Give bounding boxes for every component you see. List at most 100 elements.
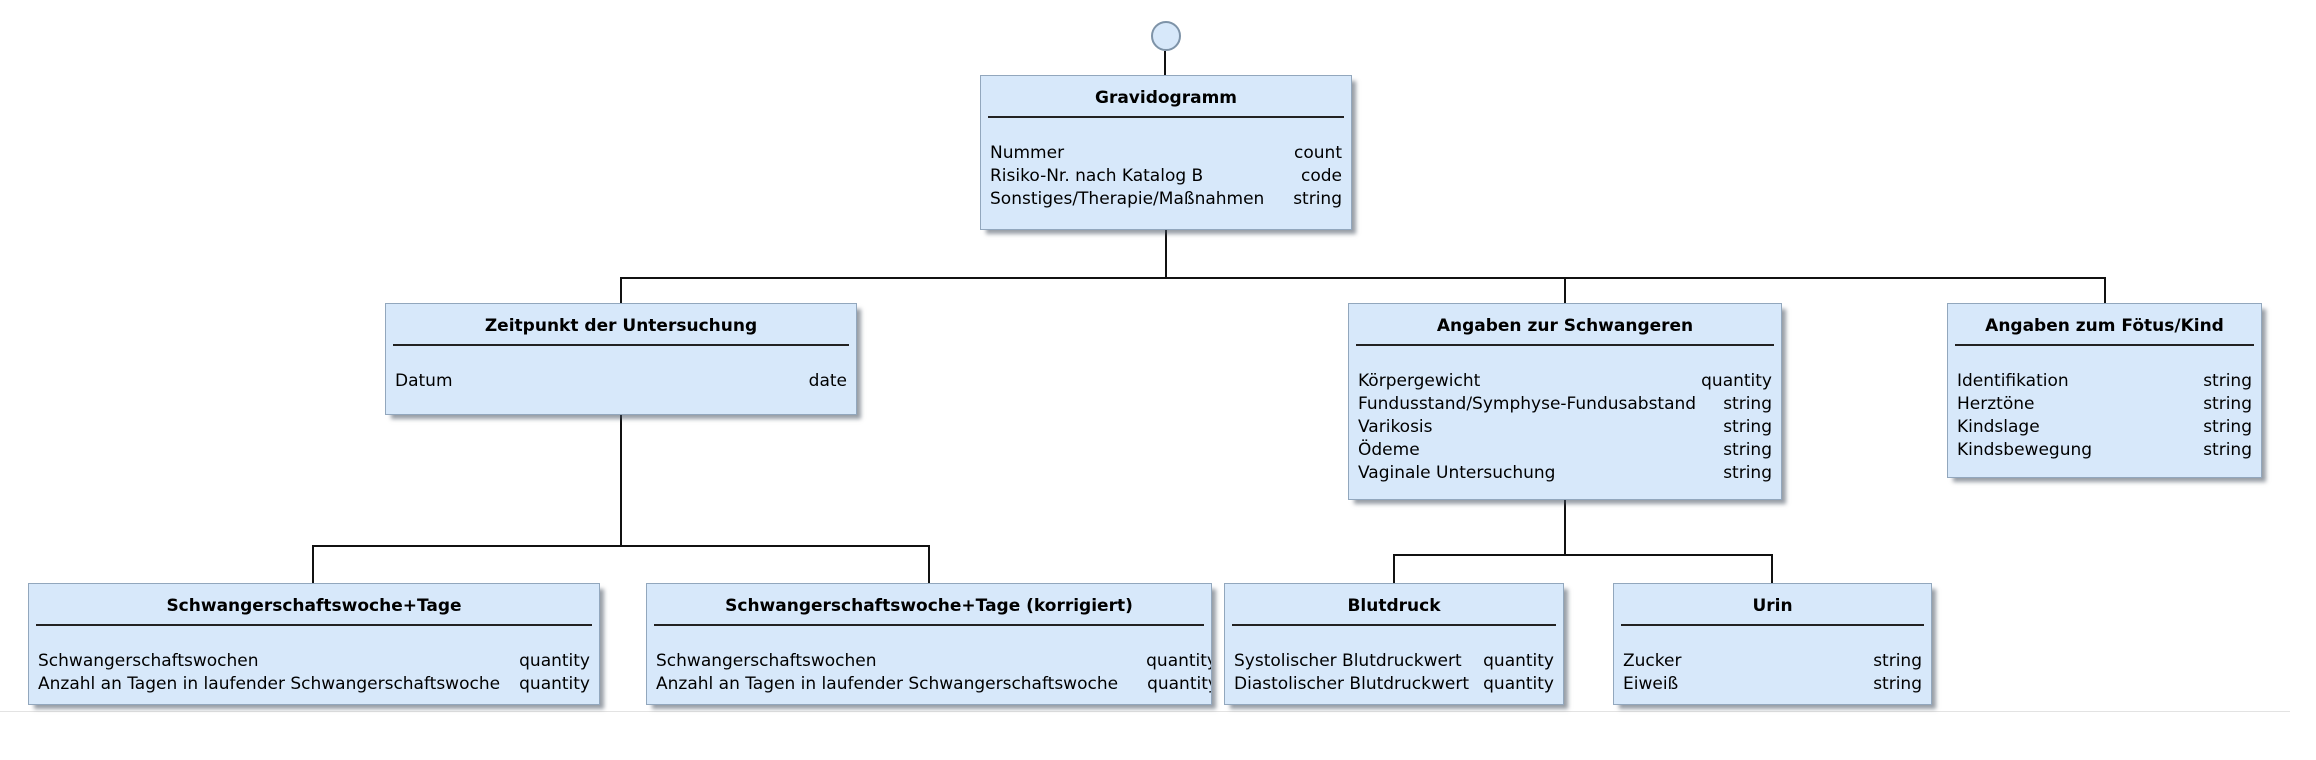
field-name: Körpergewicht: [1358, 371, 1481, 391]
field-type: string: [1723, 463, 1772, 483]
field-name: Systolischer Blutdruckwert: [1234, 651, 1462, 671]
field-row: Vaginale Untersuchung string: [1358, 462, 1772, 485]
field-row: Herztöne string: [1957, 393, 2252, 416]
field-type: string: [1873, 651, 1922, 671]
field-row: Zucker string: [1623, 650, 1922, 673]
field-name: Nummer: [990, 143, 1065, 163]
connector-line: [1393, 554, 1773, 556]
root-anchor-icon: [1151, 21, 1181, 51]
field-type: string: [2203, 394, 2252, 414]
field-row: Ödeme string: [1358, 439, 1772, 462]
field-type: string: [2203, 440, 2252, 460]
class-box-schwangerschaftswoche-tage-korrigiert[interactable]: Schwangerschaftswoche+Tage (korrigiert) …: [646, 583, 1212, 705]
field-name: Zucker: [1623, 651, 1682, 671]
field-name: Anzahl an Tagen in laufender Schwangersc…: [38, 674, 501, 694]
connector-line: [1564, 500, 1566, 554]
field-row: Identifikation string: [1957, 370, 2252, 393]
field-type: string: [1723, 440, 1772, 460]
class-title: Blutdruck: [1347, 596, 1441, 616]
title-separator: [988, 116, 1344, 118]
field-name: Ödeme: [1358, 440, 1420, 460]
connector-line: [2104, 277, 2106, 303]
field-name: Vaginale Untersuchung: [1358, 463, 1556, 483]
connector-line: [928, 545, 930, 583]
class-box-gravidogramm[interactable]: Gravidogramm Nummer count Risiko-Nr. nac…: [980, 75, 1352, 230]
connector-line: [620, 277, 622, 303]
field-type: quantity: [1146, 651, 1212, 671]
class-box-blutdruck[interactable]: Blutdruck Systolischer Blutdruckwert qua…: [1224, 583, 1564, 705]
class-box-angaben-zur-schwangeren[interactable]: Angaben zur Schwangeren Körpergewicht qu…: [1348, 303, 1782, 500]
field-type: string: [1873, 674, 1922, 694]
field-type: string: [1723, 394, 1772, 414]
field-type: quantity: [519, 674, 590, 694]
class-box-schwangerschaftswoche-tage[interactable]: Schwangerschaftswoche+Tage Schwangerscha…: [28, 583, 600, 705]
field-name: Datum: [395, 371, 453, 391]
field-name: Kindslage: [1957, 417, 2040, 437]
class-box-zeitpunkt-der-untersuchung[interactable]: Zeitpunkt der Untersuchung Datum date: [385, 303, 857, 415]
field-name: Risiko-Nr. nach Katalog B: [990, 166, 1204, 186]
field-row: Sonstiges/Therapie/Maßnahmen string: [990, 188, 1342, 211]
field-name: Eiweiß: [1623, 674, 1679, 694]
field-row: Eiweiß string: [1623, 673, 1922, 696]
field-name: Identifikation: [1957, 371, 2069, 391]
field-row: Risiko-Nr. nach Katalog B code: [990, 165, 1342, 188]
title-separator: [1955, 344, 2254, 346]
connector-line: [1771, 554, 1773, 583]
field-type: quantity: [1701, 371, 1772, 391]
field-type: quantity: [1483, 674, 1554, 694]
field-row: Varikosis string: [1358, 416, 1772, 439]
field-type: string: [1293, 189, 1342, 209]
title-separator: [393, 344, 849, 346]
field-type: quantity: [519, 651, 590, 671]
field-name: Anzahl an Tagen in laufender Schwangersc…: [656, 674, 1119, 694]
field-row: Diastolischer Blutdruckwert quantity: [1234, 673, 1554, 696]
field-row: Körpergewicht quantity: [1358, 370, 1772, 393]
title-separator: [1232, 624, 1556, 626]
field-type: date: [808, 371, 847, 391]
field-row: Fundusstand/Symphyse-Fundusabstand strin…: [1358, 393, 1772, 416]
field-row: Schwangerschaftswochen quantity: [38, 650, 590, 673]
field-row: Systolischer Blutdruckwert quantity: [1234, 650, 1554, 673]
connector-line: [1165, 230, 1167, 277]
field-name: Kindsbewegung: [1957, 440, 2093, 460]
class-box-urin[interactable]: Urin Zucker string Eiweiß string: [1613, 583, 1932, 705]
connector-line: [312, 545, 314, 583]
field-row: Kindsbewegung string: [1957, 439, 2252, 462]
field-name: Varikosis: [1358, 417, 1433, 437]
title-separator: [36, 624, 592, 626]
field-name: Sonstiges/Therapie/Maßnahmen: [990, 189, 1265, 209]
connector-line: [1393, 554, 1395, 583]
field-name: Schwangerschaftswochen: [38, 651, 259, 671]
field-type: string: [1723, 417, 1772, 437]
page-divider: [0, 711, 2290, 712]
field-row: Datum date: [395, 370, 847, 393]
field-name: Fundusstand/Symphyse-Fundusabstand: [1358, 394, 1697, 414]
title-separator: [1621, 624, 1924, 626]
field-name: Herztöne: [1957, 394, 2035, 414]
field-type: code: [1301, 166, 1342, 186]
class-title: Zeitpunkt der Untersuchung: [484, 316, 758, 336]
field-type: count: [1294, 143, 1342, 163]
field-row: Kindslage string: [1957, 416, 2252, 439]
field-name: Schwangerschaftswochen: [656, 651, 877, 671]
field-type: quantity: [1483, 651, 1554, 671]
field-type: string: [2203, 417, 2252, 437]
field-row: Anzahl an Tagen in laufender Schwangersc…: [656, 673, 1211, 696]
class-title: Urin: [1752, 596, 1793, 616]
class-title: Gravidogramm: [1094, 88, 1238, 108]
connector-line: [1164, 51, 1166, 75]
field-row: Schwangerschaftswochen quantity: [656, 650, 1211, 673]
title-separator: [654, 624, 1204, 626]
title-separator: [1356, 344, 1774, 346]
connector-line: [312, 545, 930, 547]
field-row: Anzahl an Tagen in laufender Schwangersc…: [38, 673, 590, 696]
class-title: Schwangerschaftswoche+Tage (korrigiert): [725, 596, 1133, 616]
class-title: Angaben zum Fötus/Kind: [1985, 316, 2224, 336]
class-box-angaben-zum-foetus-kind[interactable]: Angaben zum Fötus/Kind Identifikation st…: [1947, 303, 2262, 478]
connector-line: [620, 415, 622, 545]
connector-line: [620, 277, 2106, 279]
connector-line: [1564, 277, 1566, 303]
field-type: string: [2203, 371, 2252, 391]
field-name: Diastolischer Blutdruckwert: [1234, 674, 1470, 694]
class-title: Schwangerschaftswoche+Tage: [166, 596, 462, 616]
